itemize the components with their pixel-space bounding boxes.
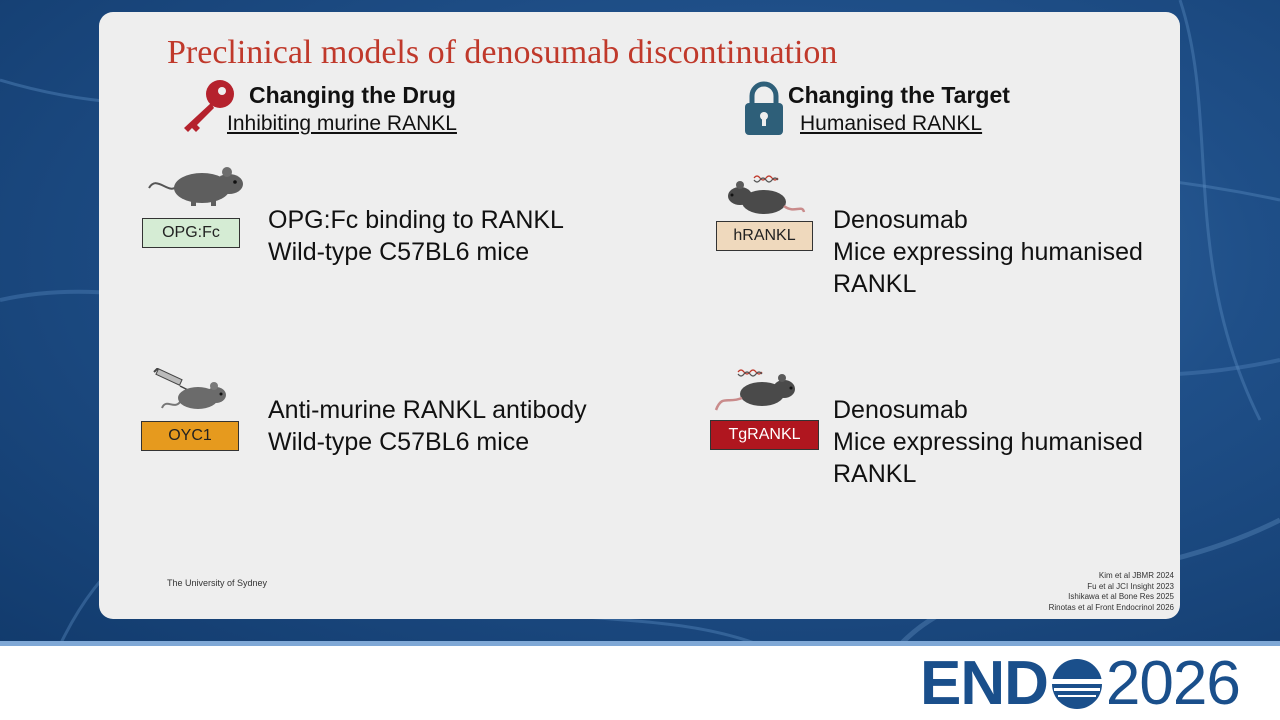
padlock-icon bbox=[745, 81, 783, 135]
model-desc-opgfc: OPG:Fc binding to RANKL Wild-type C57BL6… bbox=[268, 204, 564, 268]
transgenic-mouse-icon bbox=[714, 369, 795, 411]
model-desc-line: Mice expressing humanised bbox=[833, 428, 1143, 456]
mouse-icon bbox=[148, 167, 243, 206]
references: Kim et al JBMR 2024 Fu et al JCI Insight… bbox=[1049, 571, 1174, 613]
left-subheading: Inhibiting murine RANKL bbox=[227, 112, 457, 135]
institution-label: The University of Sydney bbox=[167, 578, 268, 588]
globe-icon bbox=[1051, 659, 1102, 709]
endo-year-text: 2026 bbox=[1105, 649, 1241, 718]
mouse-syringe-icon bbox=[153, 368, 226, 409]
slide-card bbox=[99, 12, 1180, 619]
model-label-hrankl: hRANKL bbox=[716, 221, 813, 251]
model-desc-line: Wild-type C57BL6 mice bbox=[268, 238, 530, 266]
left-heading: Changing the Drug bbox=[249, 82, 456, 108]
model-label-tgrankl: TgRANKL bbox=[710, 420, 819, 450]
right-heading: Changing the Target bbox=[788, 82, 1010, 108]
key-icon bbox=[184, 80, 234, 132]
model-desc-hrankl: Denosumab Mice expressing humanised RANK… bbox=[833, 204, 1143, 300]
model-label-opgfc: OPG:Fc bbox=[142, 218, 240, 248]
model-desc-line: OPG:Fc binding to RANKL bbox=[268, 206, 564, 234]
reference-item: Ishikawa et al Bone Res 2025 bbox=[1068, 592, 1174, 601]
model-desc-line: RANKL bbox=[833, 270, 917, 298]
model-label-oyc1: OYC1 bbox=[141, 421, 239, 451]
footer-stripe-light bbox=[0, 641, 1280, 646]
transgenic-mouse-icon bbox=[728, 175, 806, 214]
slide-title: Preclinical models of denosumab disconti… bbox=[167, 34, 838, 71]
right-subheading: Humanised RANKL bbox=[800, 112, 983, 135]
reference-item: Rinotas et al Front Endocrinol 2026 bbox=[1048, 602, 1174, 612]
model-desc-tgrankl: Denosumab Mice expressing humanised RANK… bbox=[833, 394, 1143, 490]
model-desc-line: Wild-type C57BL6 mice bbox=[268, 428, 530, 456]
model-desc-line: RANKL bbox=[833, 460, 917, 488]
endo-brand-text: END bbox=[920, 649, 1049, 718]
model-desc-line: Denosumab bbox=[833, 396, 968, 424]
reference-item: Kim et al JBMR 2024 bbox=[1098, 571, 1174, 580]
model-desc-oyc1: Anti-murine RANKL antibody Wild-type C57… bbox=[268, 394, 587, 458]
model-desc-line: Mice expressing humanised bbox=[833, 238, 1143, 266]
endo-logo: END 2026 bbox=[920, 649, 1241, 718]
reference-item: Fu et al JCI Insight 2023 bbox=[1087, 581, 1174, 591]
footer-stripe-white bbox=[0, 646, 1280, 650]
model-desc-line: Denosumab bbox=[833, 206, 968, 234]
model-desc-line: Anti-murine RANKL antibody bbox=[268, 396, 587, 424]
